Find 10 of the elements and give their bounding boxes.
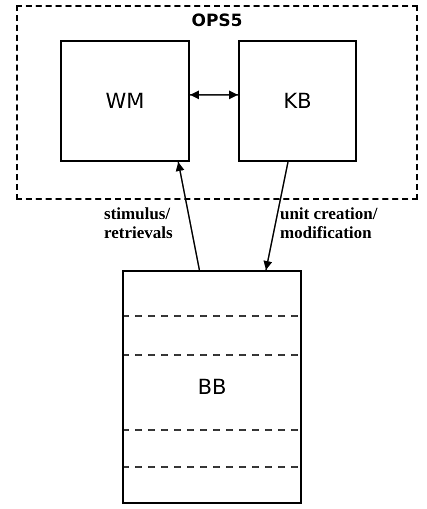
box-label: WM	[106, 89, 144, 113]
box-label: KB	[283, 89, 312, 113]
arrow	[176, 162, 200, 270]
arrow	[190, 90, 238, 100]
box-label: BB	[198, 375, 226, 399]
process-box	[122, 270, 302, 504]
dashed-group-box	[16, 5, 418, 200]
process-box	[238, 40, 357, 162]
arrow	[263, 162, 289, 270]
process-box	[60, 40, 190, 162]
